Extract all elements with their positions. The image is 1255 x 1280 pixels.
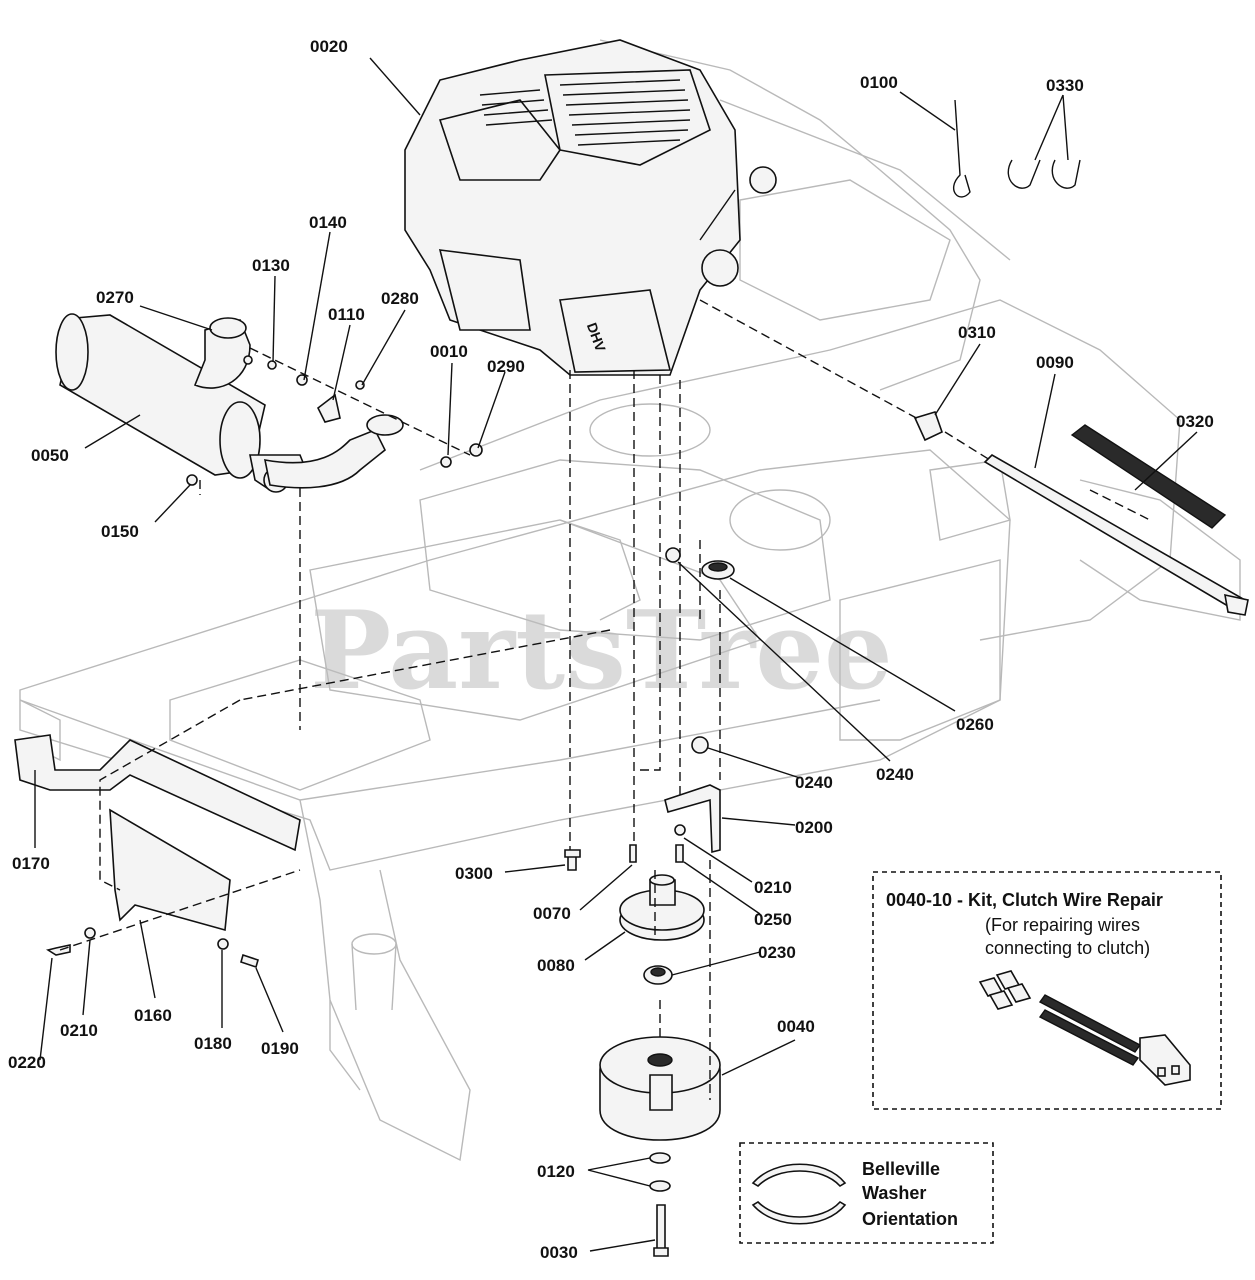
- callout-0030: 0030: [540, 1243, 578, 1262]
- callout-0110: 0110: [328, 305, 365, 324]
- washer-orientation-box: Belleville Washer Orientation: [739, 1142, 994, 1244]
- wire-repair-kit: [978, 970, 1191, 1086]
- engine-0020: DHV: [404, 39, 777, 376]
- bolt-0030: [653, 1204, 669, 1257]
- belleville-washer-upper: [751, 1163, 847, 1188]
- callout-0180: 0180: [194, 1034, 232, 1053]
- callout-0210-left: 0210: [60, 1021, 98, 1040]
- callout-labels: 0020 0100 0330 0130 0140 0270 0110 0280 …: [8, 37, 1214, 1262]
- callout-0040: 0040: [777, 1017, 815, 1036]
- leader-lines: [34, 57, 1198, 1252]
- callout-0220: 0220: [8, 1053, 46, 1072]
- grommet-0260: [701, 560, 735, 580]
- muffler-0050: [55, 313, 387, 493]
- kit-box-title: 0040-10 - Kit, Clutch Wire Repair: [886, 890, 1163, 910]
- belleville-washer-lower: [751, 1200, 847, 1225]
- callout-0140: 0140: [309, 213, 347, 232]
- washer-box-line1: Belleville: [862, 1159, 940, 1179]
- callout-0330: 0330: [1046, 76, 1084, 95]
- callout-0150: 0150: [101, 522, 139, 541]
- callout-0020: 0020: [310, 37, 348, 56]
- callout-0080: 0080: [537, 956, 575, 975]
- bracket-0200: [664, 784, 721, 854]
- callout-0170: 0170: [12, 854, 50, 873]
- clutch-0040: [599, 1036, 721, 1141]
- callout-0200: 0200: [795, 818, 833, 837]
- bracket-0160: [109, 808, 231, 932]
- callout-0090: 0090: [1036, 353, 1074, 372]
- bearing-0230: [643, 965, 673, 985]
- callout-0250: 0250: [754, 910, 792, 929]
- left-hardware: [45, 927, 259, 969]
- cable-ties-0330: [1007, 159, 1081, 189]
- callout-0280: 0280: [381, 289, 419, 308]
- callout-0320: 0320: [1176, 412, 1214, 431]
- callout-0270: 0270: [96, 288, 134, 307]
- washers-0120: [649, 1152, 671, 1192]
- callout-0160: 0160: [134, 1006, 172, 1025]
- bolt-0250: [674, 824, 686, 863]
- callout-0210-right: 0210: [754, 878, 792, 897]
- pulley-0080: [619, 874, 705, 941]
- kit-box-line1: (For repairing wires: [985, 915, 1140, 935]
- callout-0070: 0070: [533, 904, 571, 923]
- assembly-lines: [59, 299, 1151, 1100]
- bracket-0170: [14, 734, 301, 852]
- kit-box: 0040-10 - Kit, Clutch Wire Repair (For r…: [872, 871, 1222, 1110]
- callout-0240-lower: 0240: [795, 773, 833, 792]
- fitting-0310: [913, 411, 943, 442]
- callout-0260: 0260: [956, 715, 994, 734]
- engine-cooling-fins: [479, 79, 691, 146]
- washer-box-line2: Washer: [862, 1183, 926, 1203]
- watermark: PartsTree: [310, 588, 893, 714]
- callout-0230: 0230: [758, 943, 796, 962]
- callout-0190: 0190: [261, 1039, 299, 1058]
- rod-0090: [983, 454, 1249, 616]
- callout-0310: 0310: [958, 323, 996, 342]
- callout-0130: 0130: [252, 256, 290, 275]
- washer-box-line3: Orientation: [862, 1209, 958, 1229]
- callout-0010: 0010: [430, 342, 468, 361]
- callout-0120: 0120: [537, 1162, 575, 1181]
- nut-0240: [665, 547, 709, 754]
- callout-0050: 0050: [31, 446, 69, 465]
- bolt-0300: [564, 849, 581, 871]
- kit-box-line2: connecting to clutch): [985, 938, 1150, 958]
- exhaust-pipe-0270: [193, 317, 404, 436]
- callout-0290: 0290: [487, 357, 525, 376]
- cable-tie-0100: [953, 99, 971, 198]
- callout-0300: 0300: [455, 864, 493, 883]
- callout-0240-right: 0240: [876, 765, 914, 784]
- key-0070: [629, 844, 637, 863]
- callout-0100: 0100: [860, 73, 898, 92]
